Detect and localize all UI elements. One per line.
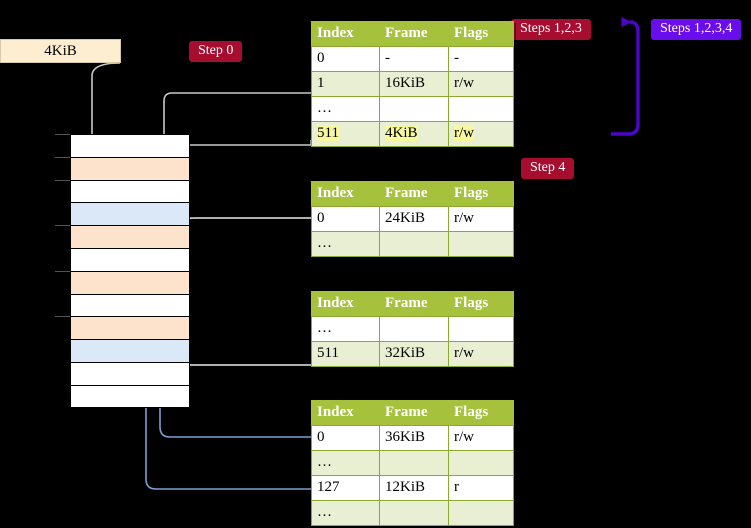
wire-pd [175, 310, 311, 366]
memory-frame-row [70, 339, 190, 362]
table-row: … [311, 450, 514, 476]
frame-tick-mark [55, 225, 70, 226]
physical-memory-grid [70, 134, 190, 408]
column-header-frame: Frame [379, 21, 449, 47]
memory-frame-row [70, 202, 190, 226]
cell-flags: r/w [448, 121, 514, 147]
frame-tick-mark [55, 180, 70, 181]
column-header-index: Index [311, 400, 380, 426]
size-box-label: 4KiB [44, 42, 77, 59]
table-row: … [311, 96, 514, 122]
badge-step-0: Step 0 [189, 41, 243, 63]
wire-pdpt [179, 217, 311, 259]
memory-frame-row [70, 270, 190, 294]
highlighted-value: 511 [317, 125, 339, 141]
cell-frame [379, 500, 449, 526]
cell-frame: 32KiB [379, 341, 449, 367]
cell-frame [379, 96, 449, 122]
cell-frame [379, 450, 449, 476]
column-header-frame: Frame [379, 291, 449, 317]
column-header-flags: Flags [448, 291, 514, 317]
column-header-frame: Frame [379, 181, 449, 207]
highlighted-value: r/w [454, 125, 474, 141]
cell-frame: 36KiB [379, 425, 449, 451]
highlighted-value: 4KiB [385, 125, 418, 141]
memory-frame-row [70, 293, 190, 317]
cell-index: 0 [311, 425, 380, 451]
table-row: … [311, 231, 514, 257]
cell-frame: - [379, 46, 449, 72]
cell-index: … [311, 500, 380, 526]
cell-index: … [311, 316, 380, 342]
cell-index: 0 [311, 206, 380, 232]
cell-index: … [311, 450, 380, 476]
column-header-index: Index [311, 21, 380, 47]
memory-frame-row [70, 361, 190, 385]
cell-frame: 12KiB [379, 475, 449, 501]
cell-frame: 16KiB [379, 71, 449, 97]
memory-frame-row [70, 384, 190, 408]
cell-frame [379, 316, 449, 342]
cell-flags [448, 450, 514, 476]
badge-steps-123: Steps 1,2,3 [511, 19, 591, 41]
memory-frame-row [70, 179, 190, 203]
table-row: 0-- [311, 46, 514, 72]
cell-index: … [311, 96, 380, 122]
cell-index: … [311, 231, 380, 257]
cell-flags: r/w [448, 341, 514, 367]
memory-frame-row [70, 134, 190, 157]
size-box-4kib: 4KiB [0, 39, 121, 63]
cell-flags [448, 96, 514, 122]
frame-tick-mark [55, 271, 70, 272]
wire-steps-1234-bracket [611, 16, 640, 136]
cell-flags: r [448, 475, 514, 501]
table-row: 511 4KiB r/w [311, 121, 514, 147]
column-header-frame: Frame [379, 400, 449, 426]
memory-frame-row [70, 316, 190, 340]
cell-index: 511 [311, 341, 380, 367]
memory-frame-row [70, 225, 190, 248]
cell-index: 0 [311, 46, 380, 72]
cell-index: 127 [311, 475, 380, 501]
column-header-flags: Flags [448, 400, 514, 426]
cell-flags: r/w [448, 425, 514, 451]
cell-flags: - [448, 46, 514, 72]
column-header-index: Index [311, 291, 380, 317]
cell-index: 1 [311, 71, 380, 97]
memory-frame-row [70, 156, 190, 180]
frame-tick-mark [55, 134, 70, 135]
frame-tick-mark [55, 316, 70, 317]
column-header-index: Index [311, 181, 380, 207]
frame-tick-mark [55, 157, 70, 158]
column-header-flags: Flags [448, 181, 514, 207]
badge-steps-1234: Steps 1,2,3,4 [651, 19, 742, 41]
badge-step-4: Step 4 [521, 158, 575, 180]
cell-flags [448, 231, 514, 257]
cell-index: 511 [311, 121, 380, 147]
cell-frame: 4KiB [379, 121, 449, 147]
cell-frame [379, 231, 449, 257]
table-row: … [311, 316, 514, 342]
memory-frame-row [70, 247, 190, 271]
cell-flags: r/w [448, 71, 514, 97]
cell-flags [448, 316, 514, 342]
column-header-flags: Flags [448, 21, 514, 47]
table-row: … [311, 500, 514, 526]
cell-frame: 24KiB [379, 206, 449, 232]
cell-flags [448, 500, 514, 526]
cell-flags: r/w [448, 206, 514, 232]
